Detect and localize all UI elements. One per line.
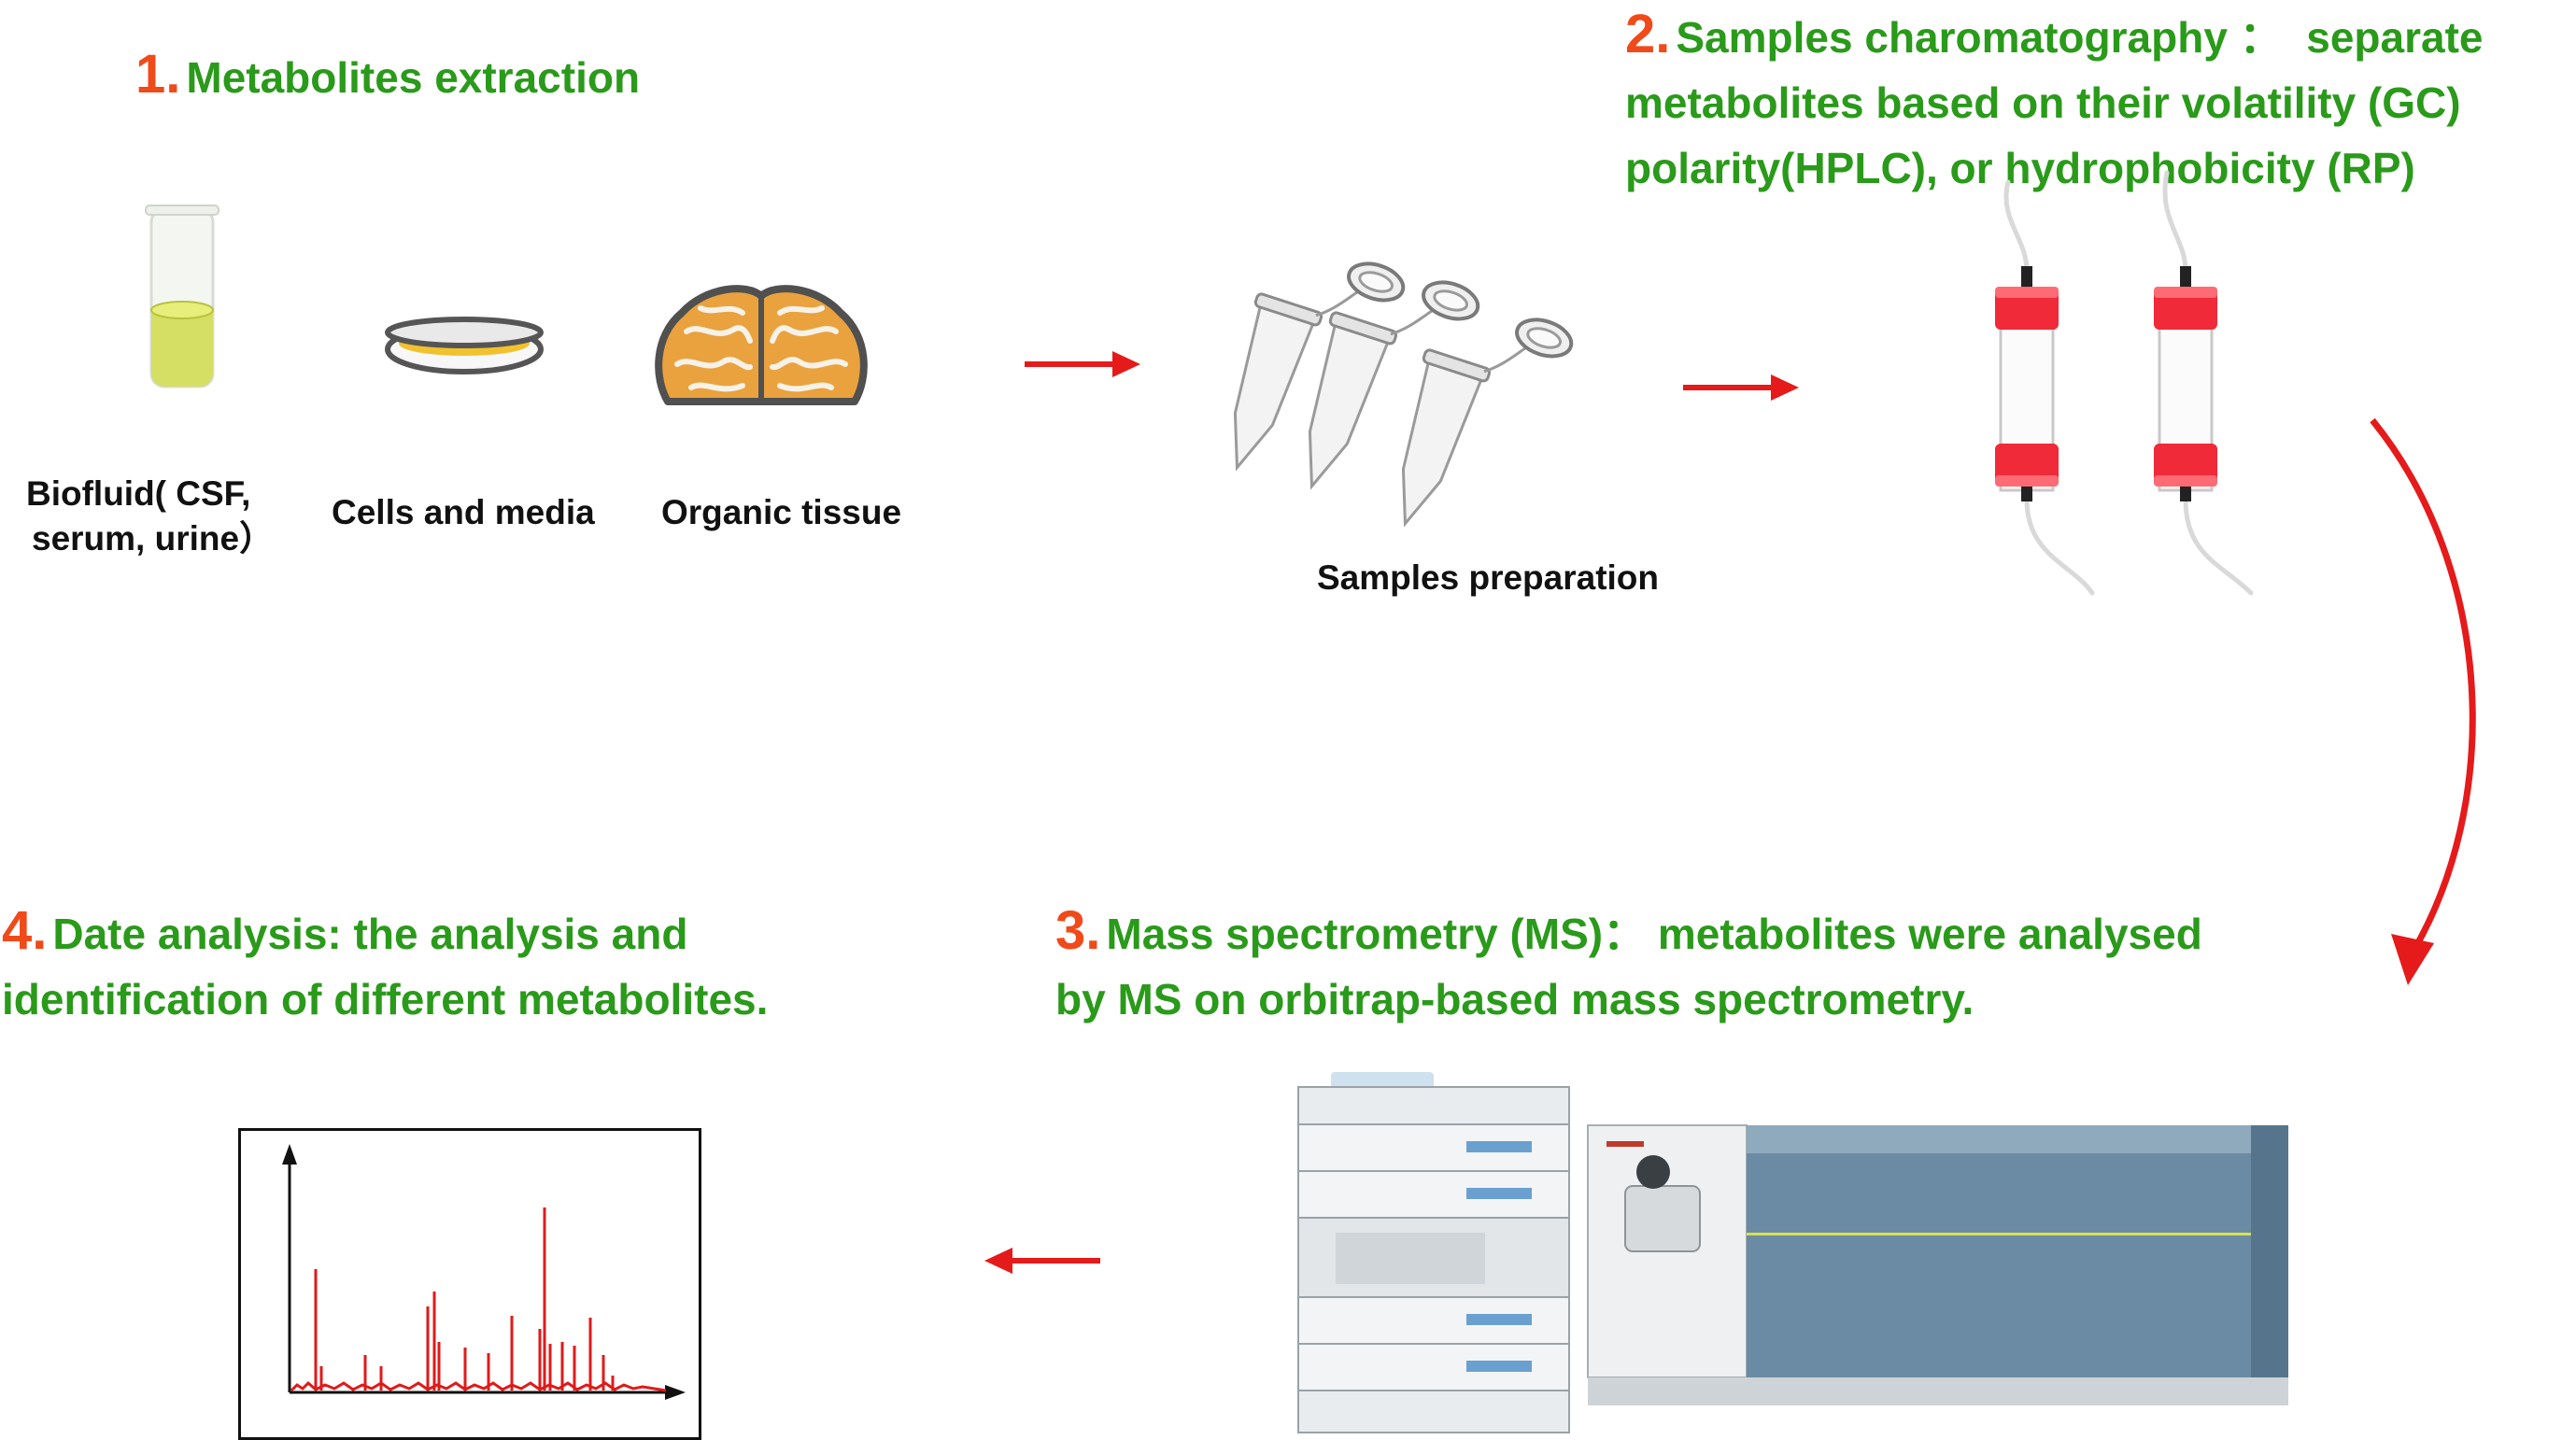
brain-icon xyxy=(655,285,868,405)
eppendorf-tube-icon xyxy=(1233,261,1574,528)
arrow-ms-to-analysis xyxy=(984,1248,1100,1274)
step-1-title: 1.Metabolites extraction xyxy=(135,44,641,105)
arrow-extraction-to-prep xyxy=(1025,351,1140,377)
tissue-label: Organic tissue xyxy=(661,493,902,531)
step-3-title: 3.Mass spectrometry (MS)： metabolites we… xyxy=(1055,900,2202,1024)
petri-dish-icon xyxy=(385,317,544,374)
step-2-title: 2.Samples charomatography ： separate met… xyxy=(1625,4,2484,192)
biofluid-label: Biofluid( CSF, serum, urine） xyxy=(26,474,275,558)
arrow-prep-to-chromatography xyxy=(1683,374,1799,401)
mass-spectrum-plot xyxy=(282,1144,686,1400)
chromatography-column-icon xyxy=(1995,170,2254,596)
arrow-chromatography-to-ms xyxy=(2370,417,2476,985)
step-4-title: 4.Date analysis: the analysis and identi… xyxy=(2,900,769,1024)
mass-spectrometer-icon xyxy=(1297,1072,2288,1433)
test-tube-icon xyxy=(145,205,219,388)
prep-label: Samples preparation xyxy=(1317,558,1660,597)
cells-label: Cells and media xyxy=(332,493,595,531)
